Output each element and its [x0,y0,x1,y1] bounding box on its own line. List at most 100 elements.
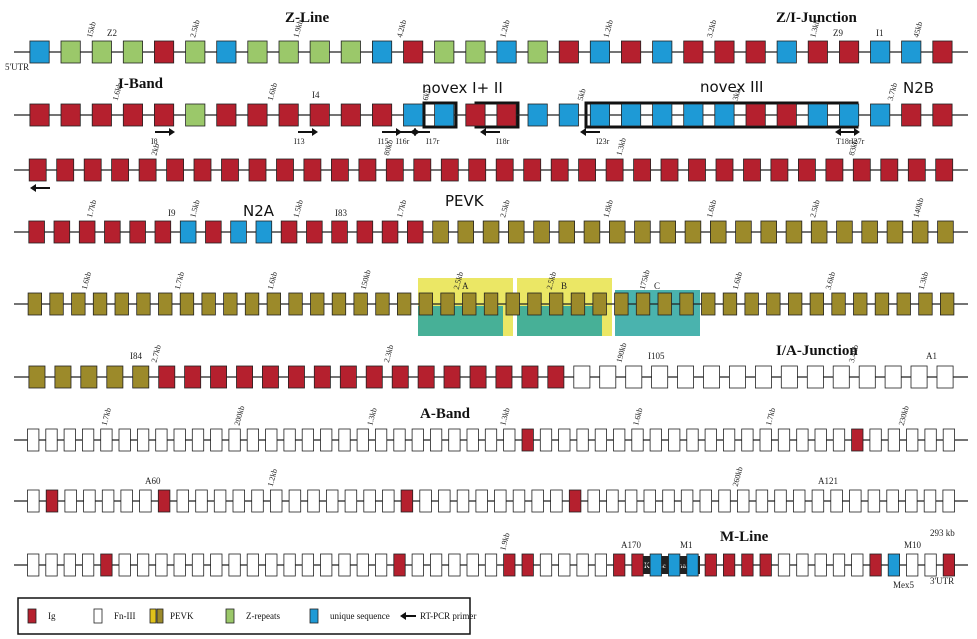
fn3-exon [867,489,881,513]
fn3-exon [539,553,553,577]
section-a-band: A-Band [420,406,471,422]
kb-label: 260kb [731,466,745,488]
fn3-exon [118,428,131,452]
fn3-exon [438,489,451,513]
kb-label: 1.3kb [917,271,930,291]
ig-exon [465,103,486,127]
ig-exon [138,158,157,182]
fn3-exon [283,428,296,452]
ig-exon [29,103,50,127]
pevk-exon [614,292,629,316]
rt-pcr-primer: I18r [480,128,510,146]
kb-label: 1.7kb [85,199,98,219]
fn3-exon [806,365,824,389]
kb-label: 2kb [150,143,162,157]
kb-label: 15kb [85,21,98,39]
pevk-exon [353,292,368,316]
fn3-exon [307,489,320,513]
zrepeat-exon [309,40,330,64]
fn3-exon [594,553,608,577]
ig-exon [28,220,45,244]
unique-exon [230,220,247,244]
kb-label: 1.7kb [173,271,186,291]
pevk-exon [735,220,752,244]
ig-exon [247,103,268,127]
ig-exon [339,365,357,389]
unique-exon [29,40,50,64]
ig-exon [400,489,414,513]
fn3-exon [704,428,717,452]
ig-exon [303,158,322,182]
fn3-exon [265,553,278,577]
fn3-exon [814,428,827,452]
exon-rows [14,40,968,577]
fn3-exon [512,489,526,513]
zrepeat-exon [465,40,486,64]
unique-exon [403,103,424,127]
pevk-exon [659,220,677,244]
kb-label: 1.3kb [615,137,628,157]
fn3-exon [191,553,205,577]
kb-label: 1.7kb [764,407,777,427]
unique-exon [621,103,642,127]
ig-exon [100,553,113,577]
fn3-exon [63,553,76,577]
fn3-exon [101,489,115,513]
ig-exon [248,158,267,182]
fn3-exon [594,428,608,452]
unique-exon [901,40,922,64]
fn3-exon [195,489,208,513]
pevk-exon [940,292,955,316]
kb-label: 1.6kb [80,271,93,291]
legend-item-ig: Ig [27,608,56,624]
ig-exon [210,365,228,389]
ig-exon [631,553,644,577]
pevk-exon [657,292,672,316]
fn3-exon [338,428,351,452]
fn3-exon [503,428,516,452]
fn3-exon [906,428,919,452]
kb-label: 1.3kb [498,407,511,427]
label-a60: A60 [145,476,161,486]
label-m1: M1 [680,540,693,550]
fn3-exon [100,428,113,452]
pevk-exon [106,365,124,389]
legend-item-zrep: Z-repeats [225,608,280,624]
pevk-exon [505,292,520,316]
pevk-exon [722,292,738,316]
fn3-exon [858,365,876,389]
section-novex-12: novex I+ II [422,79,503,97]
fn3-exon [759,428,772,452]
ig-exon [798,158,816,182]
rt-pcr-primer: I13 [294,128,318,146]
pevk-exon [549,292,564,316]
label-3utr: 3'UTR [930,576,954,586]
pevk-exon [483,292,499,316]
kb-label: 1.6kb [631,407,644,427]
fn3-exon [677,365,695,389]
fn3-exon [228,553,241,577]
fn3-exon [232,489,246,513]
section-z-line: Z-Line [285,10,330,26]
section-zi-junction: Z/I-Junction [776,10,858,26]
fn3-exon [393,428,406,452]
ig-exon [381,220,399,244]
fn3-exon [173,553,186,577]
ig-exon [154,220,172,244]
ig-exon [605,158,624,182]
pevk-exon [583,220,601,244]
exon-row [14,40,968,64]
fn3-exon [155,553,168,577]
legend-item-unique: unique sequence [309,608,390,624]
ig-exon [440,158,459,182]
label-i1: I1 [876,28,884,38]
primer-label: I23r [596,137,610,146]
fn3-exon [382,489,395,513]
pevk-exon [482,220,500,244]
ig-exon [688,158,706,182]
unique-exon [589,103,610,127]
fn3-exon [558,428,571,452]
unique-exon [714,103,735,127]
fn3-exon [924,428,937,452]
fn3-exon [737,489,750,513]
